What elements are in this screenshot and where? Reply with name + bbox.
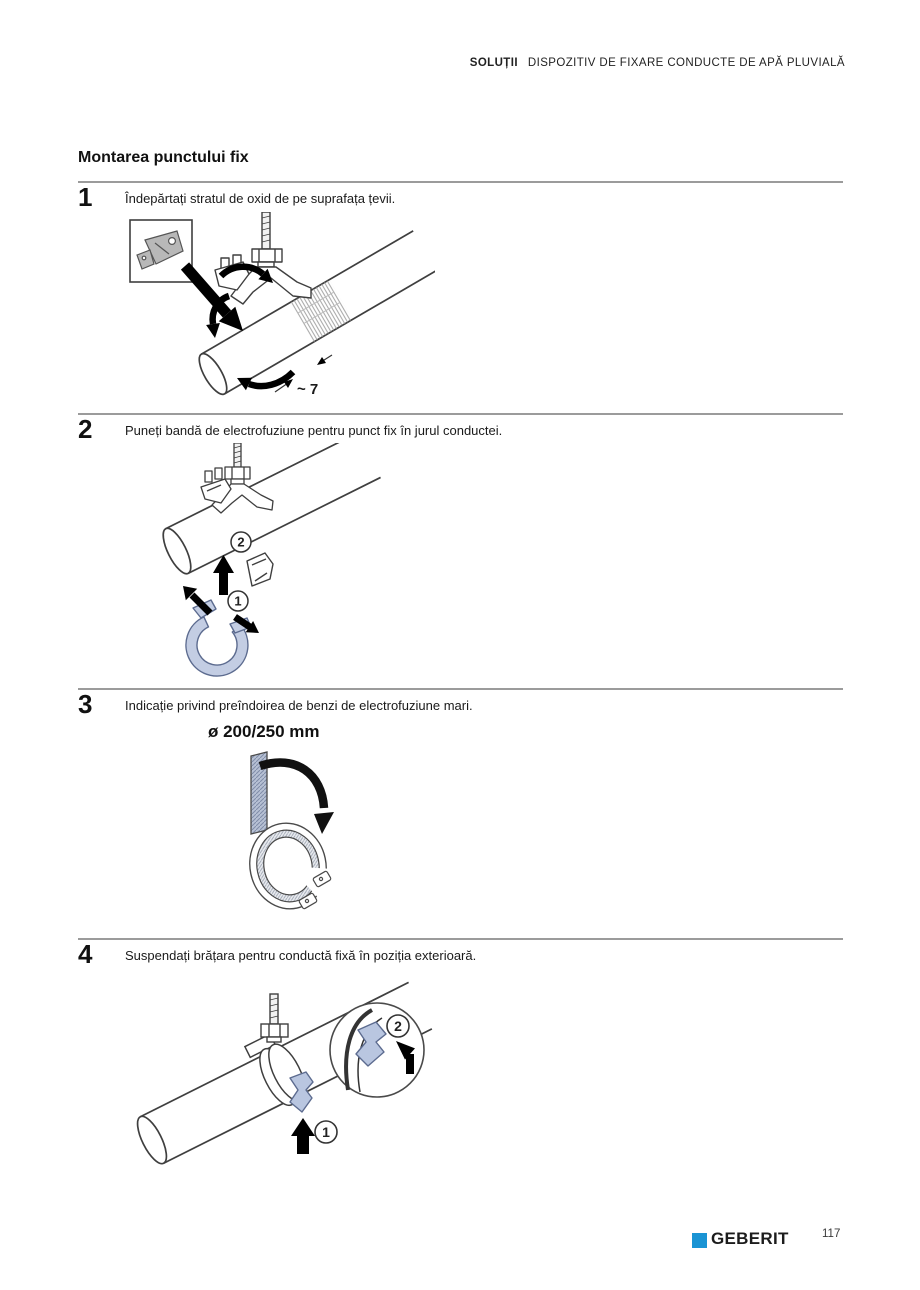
step3-text: Indicație privind preîndoirea de benzi d… <box>125 698 473 713</box>
step-divider <box>78 181 843 183</box>
detail-inset: 2 <box>329 1002 425 1098</box>
svg-text:1: 1 <box>234 594 241 609</box>
step4-number: 4 <box>78 939 93 969</box>
step-divider <box>78 413 843 415</box>
marker-circle-1: 1 <box>227 590 249 612</box>
pipe-end <box>162 527 192 575</box>
dimension-value: ~ 7 <box>297 381 318 398</box>
pipe-end <box>198 352 228 396</box>
step1-number: 1 <box>78 182 93 212</box>
header-section-label: SOLUȚII <box>469 57 518 69</box>
diameter-label: ø 200/250 mm <box>208 722 320 741</box>
clip-bolt <box>214 467 223 480</box>
hanger-bracket <box>214 212 312 305</box>
ring-gap <box>288 866 348 910</box>
marker-circle-2: 2 <box>386 1014 410 1038</box>
latch <box>289 1071 314 1113</box>
nut <box>224 466 251 480</box>
step-divider <box>78 688 843 690</box>
step4-text: Suspendați brățara pentru conductă fixă … <box>125 948 477 963</box>
svg-text:1: 1 <box>322 1124 330 1140</box>
step1-illustration: ~ 7 <box>129 212 435 398</box>
svg-text:2: 2 <box>394 1018 402 1034</box>
band-end-tab <box>298 870 332 910</box>
logo-square-icon <box>692 1232 707 1248</box>
arrow-up-icon <box>291 1118 315 1154</box>
step2-illustration: 2 1 <box>162 443 381 677</box>
hanger-bracket <box>200 443 274 514</box>
yoke <box>230 266 312 305</box>
bend-arrow-icon <box>258 758 334 834</box>
open-arrows <box>183 586 259 633</box>
step4-illustration: 1 2 <box>136 981 433 1165</box>
step3-number: 3 <box>78 689 93 719</box>
step1-text: Îndepărtați stratul de oxid de pe supraf… <box>125 191 396 206</box>
brand-name: GEBERIT <box>711 1229 789 1248</box>
fixpoint-clip <box>246 552 274 587</box>
header-title: DISPOZITIV DE FIXARE CONDUCTE DE APĂ PLU… <box>527 57 845 69</box>
page-heading: Montarea punctului fix <box>78 149 249 166</box>
electrofusion-band <box>185 599 252 677</box>
arrow-bent-icon <box>396 1041 415 1074</box>
step3-illustration <box>249 751 348 910</box>
svg-text:2: 2 <box>237 535 244 550</box>
dimension-annotation: ~ 7 <box>274 354 333 398</box>
page-number: 117 <box>822 1228 841 1240</box>
hanger-rod <box>260 993 289 1043</box>
arrow-up-icon <box>213 555 234 595</box>
step-divider <box>78 938 843 940</box>
pipe-end <box>136 1115 168 1165</box>
pipe <box>198 230 435 396</box>
marker-circle-1: 1 <box>314 1120 338 1144</box>
nut <box>251 248 283 263</box>
step2-number: 2 <box>78 414 93 444</box>
marker-circle-2: 2 <box>230 531 252 553</box>
clip-body <box>200 478 232 504</box>
geberit-logo: GEBERIT <box>692 1229 789 1249</box>
latch-detail <box>355 1021 387 1067</box>
clip-bolt <box>204 470 213 483</box>
pipe <box>162 443 381 575</box>
step2-text: Puneți bandă de electrofuziune pentru pu… <box>125 423 503 438</box>
knife-icon <box>136 230 184 270</box>
rotation-arrows <box>209 263 296 390</box>
header: SOLUȚII DISPOZITIV DE FIXARE CONDUCTE DE … <box>470 57 845 69</box>
knife-inset <box>129 219 193 283</box>
nut <box>260 1023 289 1038</box>
